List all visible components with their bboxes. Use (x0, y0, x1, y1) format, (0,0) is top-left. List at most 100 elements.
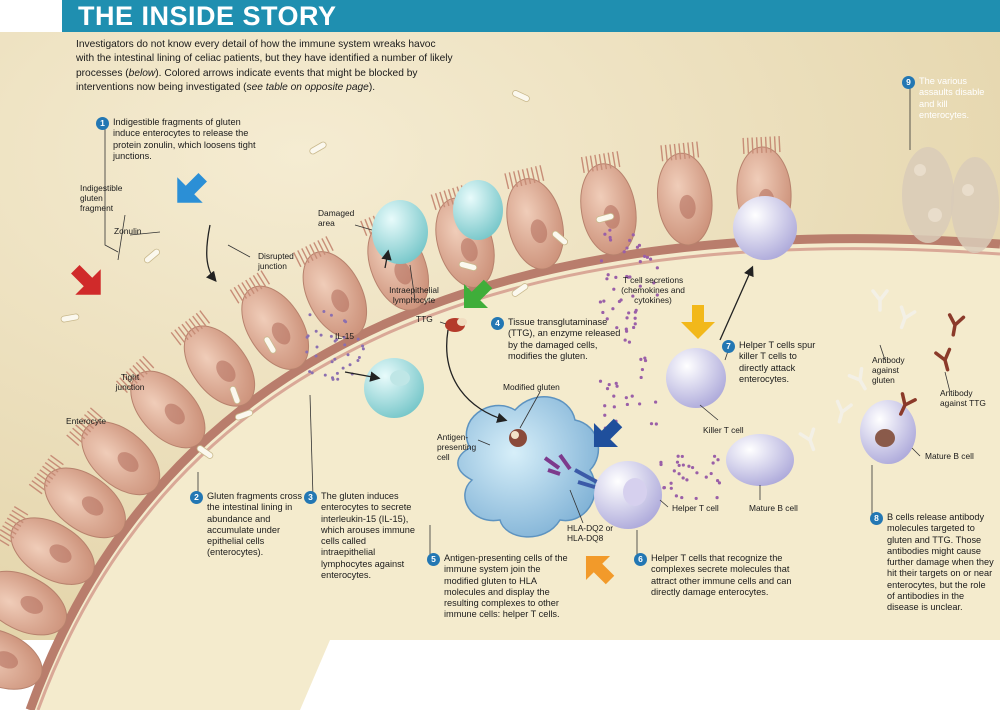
enterocyte (0, 627, 43, 690)
leader-line (354, 224, 373, 231)
intervention-arrows (71, 173, 715, 585)
antibody (934, 347, 952, 372)
damaged-enterocytes (902, 147, 999, 253)
step-3: 3 The gluten induces enterocytes to secr… (304, 491, 421, 581)
label-antibody-against-gluten: Antibody against gluten (872, 355, 905, 385)
enterocyte (293, 236, 368, 338)
leader-line (477, 439, 491, 446)
label-hla: HLA-DQ2 or HLA-DQ8 (567, 523, 614, 543)
label-disrupted-junction: Disrupted junction (258, 251, 294, 271)
leader-line (439, 321, 447, 325)
blue-arrow (177, 173, 207, 203)
label-indigestible-gluten-fragment: Indigestible gluten fragment (80, 183, 123, 213)
step-5-badge: 5 (427, 553, 440, 566)
enterocyte (0, 505, 95, 585)
gluten-fragment (263, 336, 277, 354)
step-1: 1 Indigestible fragments of gluten induc… (96, 117, 263, 162)
step-6: 6 Helper T cells that recognize the comp… (634, 553, 801, 598)
label-damaged-area: Damaged area (318, 208, 355, 228)
enterocyte (28, 454, 126, 539)
step-6-text: Helper T cells that recognize the comple… (651, 553, 792, 597)
enterocyte (0, 570, 68, 636)
leader-line (129, 231, 161, 236)
antibody (847, 366, 867, 391)
label-enterocyte: Enterocyte (66, 416, 107, 426)
step-8: 8 B cells release antibody molecules tar… (870, 512, 995, 614)
killer-t-cells (666, 196, 797, 408)
label-ttg: TTG (416, 314, 433, 324)
gluten-fragment (552, 230, 568, 246)
step-7: 7 Helper T cells spur killer T cells to … (722, 340, 817, 385)
label-t-cell-secretions: T cell secretions (chemokines and cytoki… (621, 275, 685, 305)
orange-arrow (585, 555, 615, 585)
step-6-badge: 6 (634, 553, 647, 566)
intro-text-3: ). (368, 81, 376, 93)
step-2-text: Gluten fragments cross the intestinal li… (207, 491, 302, 558)
leader-line (911, 447, 921, 457)
intro-table-reference: see table on opposite page (246, 81, 369, 93)
step-5: 5 Antigen-presenting cells of the immune… (427, 553, 569, 621)
label-zonulin: Zonulin (114, 226, 142, 236)
step-7-badge: 7 (722, 340, 735, 353)
basement-membrane (25, 234, 1000, 710)
enterocyte (504, 165, 564, 270)
leader-line (519, 391, 541, 429)
gluten-fragment (595, 213, 615, 223)
gluten-fragment (234, 409, 254, 421)
leader-line (117, 214, 126, 261)
step-1-badge: 1 (96, 117, 109, 130)
red-arrow (71, 265, 101, 295)
mature-b-cells (726, 400, 916, 486)
step-8-badge: 8 (870, 512, 883, 525)
leader-line (879, 344, 886, 361)
step-1-text: Indigestible fragments of gluten induce … (113, 117, 256, 161)
leader-line (944, 371, 951, 393)
green-arrow (463, 279, 493, 309)
antibody (947, 313, 966, 337)
label-tight-junction: Tight junction (115, 372, 145, 392)
gluten-fragment (229, 385, 241, 405)
step-9-badge: 9 (902, 76, 915, 89)
step-5-text: Antigen-presenting cells of the immune s… (444, 553, 568, 620)
label-killer-t-cell: Killer T cell (703, 425, 744, 435)
step-4-text: Tissue transglutaminase (TTG), an enzyme… (508, 317, 621, 361)
antibody (798, 427, 816, 452)
header-bar (62, 0, 1000, 32)
step-4-badge: 4 (491, 317, 504, 330)
label-helper-t-cell: Helper T cell (672, 503, 719, 513)
label-mature-b-cell-center: Mature B cell (749, 503, 798, 513)
enterocyte (116, 355, 206, 449)
helper-t-cell-shape (594, 461, 662, 529)
intro-below: below (128, 67, 156, 79)
enterocyte (66, 407, 161, 496)
gluten-fragments (60, 90, 615, 459)
label-antibody-against-ttg: Antibody against TTG (940, 388, 986, 408)
antibody (835, 399, 853, 424)
label-antigen-presenting-cell: Antigen-presenting cell (437, 432, 477, 462)
step-8-text: B cells release antibody molecules targe… (887, 512, 994, 613)
step-3-badge: 3 (304, 491, 317, 504)
gluten-fragment (512, 90, 530, 102)
leader-line (699, 404, 719, 421)
leader-line (104, 128, 119, 253)
antibody (899, 305, 917, 330)
leader-line (569, 489, 584, 524)
secretion-dots (305, 228, 722, 501)
leader-line (309, 394, 314, 498)
gluten-fragment (511, 283, 529, 297)
step-4: 4 Tissue transglutaminase (TTG), an enzy… (491, 317, 623, 362)
ttg-enzyme (445, 318, 467, 332)
intraepithelial-lymphocytes (364, 180, 503, 418)
enterocyte (229, 270, 310, 370)
leader-line (659, 499, 669, 508)
intro-text-2: ). Colored arrows indicate events that m… (76, 67, 418, 93)
step-9: 9 The various assaults disable and kill … (902, 76, 997, 121)
step-9-text: The various assaults disable and kill en… (919, 76, 985, 120)
antigen-presenting-cell-shape (457, 396, 600, 538)
gluten-fragment (309, 141, 327, 155)
process-arrows (206, 224, 754, 423)
intro-paragraph: Investigators do not know every detail o… (76, 38, 456, 95)
leader-line (409, 264, 416, 301)
label-mature-b-cell-right: Mature B cell (925, 451, 974, 461)
